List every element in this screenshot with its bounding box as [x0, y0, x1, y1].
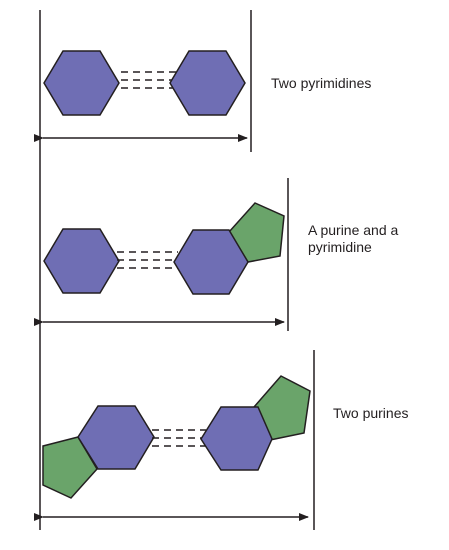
panel-1-label: Two pyrimidines: [271, 75, 371, 91]
pyrimidine-hexagon-right: [169, 50, 246, 116]
purine-hexagon-right: [200, 406, 273, 471]
panel-two-pyrimidines: [34, 10, 252, 152]
pyrimidine-hexagon-left: [43, 228, 120, 294]
hydrogen-bond-dashes: [152, 429, 206, 447]
purine-hexagon-left: [77, 405, 155, 470]
panel-two-purines: [34, 350, 315, 530]
purine-hexagon-right: [173, 229, 249, 295]
pyrimidine-hexagon-left: [43, 50, 120, 116]
hydrogen-bond-dashes: [121, 71, 176, 89]
panel-3-label: Two purines: [333, 405, 408, 421]
panel-2-label: A purine and a pyrimidine: [308, 222, 399, 255]
panel-purine-and-pyrimidine: [34, 178, 289, 331]
hydrogen-bond-dashes: [117, 251, 178, 269]
